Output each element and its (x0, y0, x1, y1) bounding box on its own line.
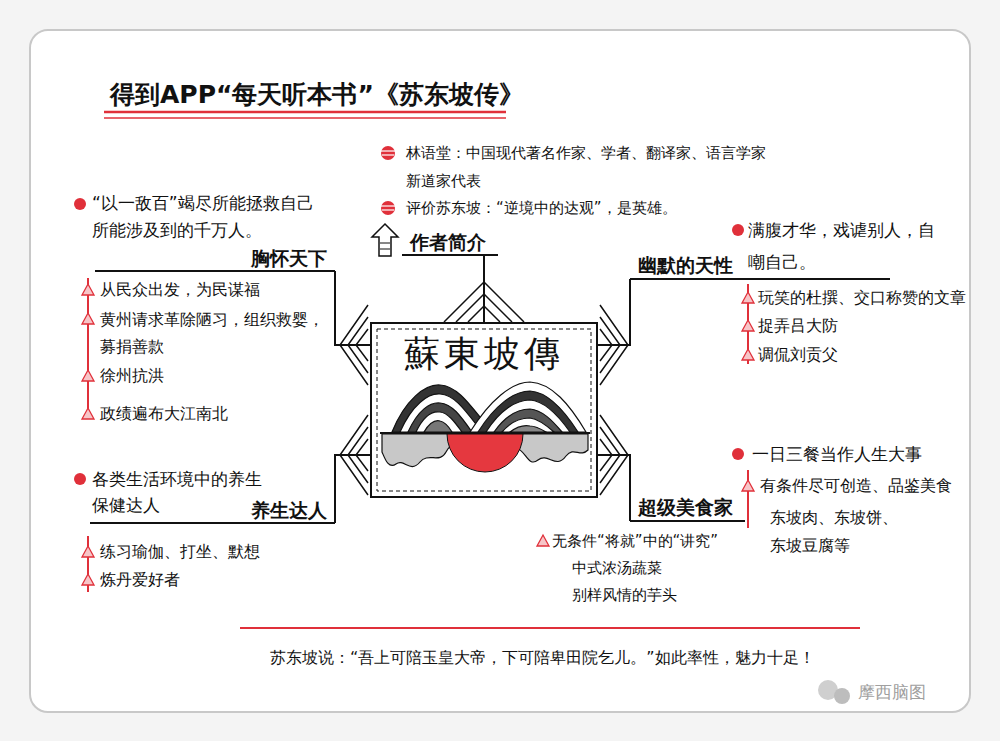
red-sun (447, 434, 523, 472)
red-dot (732, 448, 744, 460)
red-dot (732, 224, 744, 236)
up-arrow (372, 224, 398, 256)
mountain-ridge (416, 412, 462, 432)
bullet-stripe (381, 205, 395, 206)
striped-bullet (381, 146, 395, 160)
branch-heading: 胸怀天下 (95, 246, 335, 272)
center-title: 蘇東坡傳 (404, 330, 564, 379)
branch-connector (598, 455, 630, 521)
mountain-ridge (478, 391, 578, 432)
bullet-stripe (382, 209, 394, 210)
note-text: 东坡肉、东坡饼、 东坡豆腐等 (770, 504, 901, 560)
note-text: 苏东坡说：“吾上可陪玉皇大帝，下可陪卑田院乞儿。”如此率性，魅力十足！ (270, 648, 815, 667)
note-text: 黄州请求革除陋习，组织救婴， 募捐善款 (100, 306, 327, 360)
mountain-ridge (408, 403, 472, 432)
red-dot (74, 473, 86, 485)
mountain-ridge (494, 409, 562, 432)
red-rule (87, 278, 89, 418)
note-text: “以一敌百”竭尽所能拯救自己 所能涉及到的千万人。 (92, 190, 317, 244)
note-text: 一日三餐当作人生大事 (752, 444, 922, 464)
note-text: 评价苏东坡：“逆境中的达观”，是英雄。 (406, 199, 677, 217)
note-text: 调侃刘贡父 (758, 345, 838, 364)
mountain-ridge (502, 418, 554, 432)
branch-connector (598, 279, 630, 345)
mountain-ridge (400, 394, 482, 432)
triangle-bullet (742, 320, 754, 331)
note-text: 中式浓汤蔬菜 (572, 559, 662, 577)
branch-connector (335, 271, 370, 345)
branch-title: 超级美食家 (638, 494, 733, 520)
triangle-bullet (742, 480, 754, 491)
triangle-bullet (82, 408, 94, 419)
bullet-stripe (381, 150, 395, 151)
inner-frame (377, 329, 591, 491)
triangle-bullet (742, 292, 754, 303)
branch-heading: 作者简介 (402, 230, 498, 256)
branch-title: 作者简介 (410, 230, 486, 254)
note-text: 玩笑的杜撰、交口称赞的文章 (758, 288, 966, 307)
triangle-bullet (82, 574, 94, 585)
quote-rule (240, 627, 860, 629)
triangle-bullet (82, 284, 94, 295)
note-text: 政绩遍布大江南北 (100, 404, 228, 423)
arrow-stripe (380, 243, 390, 244)
note-text: 练习瑜伽、打坐、默想 (100, 542, 260, 561)
branch-title: 养生达人 (251, 498, 327, 522)
note-text: 从民众出发，为民谋福 (100, 280, 260, 299)
bullet-stripe (382, 154, 394, 155)
triangle-bullet (82, 313, 94, 324)
triangle-bullets (82, 284, 754, 585)
note-text: 满腹才华，戏谑别人，自 嘲自己。 (748, 214, 938, 278)
branch-connector (483, 255, 485, 322)
note-text: 林语堂：中国现代著名作家、学者、翻译家、语言学家 新道家代表 (406, 139, 769, 195)
arrow-stripe (380, 249, 390, 250)
triangle-bullet (742, 349, 754, 360)
branch-connector (335, 455, 370, 523)
watermark: 摩西脑图 (858, 682, 926, 702)
branch-heading: 超级美食家 (630, 494, 745, 522)
card-frame (30, 30, 970, 712)
note-text: 炼丹爱好者 (100, 570, 180, 589)
red-dot (74, 198, 86, 210)
mountain-ridge (486, 400, 570, 432)
mountain-ridge (510, 426, 546, 432)
note-text: 各类生活环境中的养生 保健达人 (92, 466, 265, 518)
note-text: 徐州抗洪 (100, 366, 164, 385)
title-underline (104, 117, 506, 119)
striped-bullet (381, 201, 395, 215)
triangle-bullet (537, 535, 549, 546)
watermark-icon (834, 688, 850, 704)
mountain-ridge (470, 382, 586, 432)
note-text: 别样风情的芋头 (572, 586, 677, 604)
note-text: 有条件尽可创造、品鉴美食 (760, 476, 952, 495)
note-text: 捉弄吕大防 (758, 316, 838, 335)
triangle-bullet (82, 370, 94, 381)
title-underline (104, 111, 506, 114)
branch-title: 胸怀天下 (251, 246, 327, 270)
mountain-ridge (424, 421, 452, 432)
branch-title: 幽默的天性 (638, 252, 733, 278)
page-title: 得到APP“每天听本书”《苏东坡传》 (110, 78, 524, 111)
center-box: 蘇東坡傳 (370, 322, 598, 498)
triangle-bullet (82, 546, 94, 557)
note-text: 无条件“将就”中的“讲究” (552, 532, 718, 550)
